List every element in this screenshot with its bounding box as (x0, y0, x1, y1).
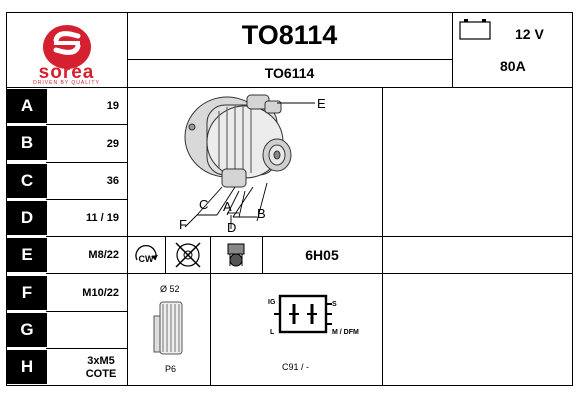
label-a: A (223, 199, 232, 214)
rotation-cell: CW (127, 237, 165, 273)
spec-value-f: M10/22 (82, 286, 119, 299)
label-f: F (179, 217, 187, 232)
pulley-grooves: P6 (165, 364, 177, 374)
outer-frame (6, 12, 573, 386)
label-d: D (227, 220, 236, 235)
spec-value-b: 29 (106, 137, 119, 150)
label-c: C (199, 197, 208, 212)
spec-letter-d: D (7, 201, 47, 235)
alt-part-number: TO6114 (264, 65, 315, 81)
label-e: E (317, 96, 326, 111)
spec-letter-e: E (7, 238, 47, 272)
clock-code: 6H05 (305, 247, 339, 263)
alternator-diagram: E C A B F D (179, 94, 326, 235)
spec-letter-b: B (7, 126, 47, 160)
spec-value-c: 36 (106, 175, 119, 187)
spec-letter-a: A (7, 89, 47, 123)
brand-name: sorea (38, 62, 95, 83)
connector-ig: IG (268, 299, 276, 306)
sorea-logo-icon (43, 25, 91, 69)
part-number: TO8114 (241, 20, 338, 50)
amperage: 80A (500, 58, 526, 74)
brand-logo: sorea DRIVEN BY QUALITY (6, 12, 127, 87)
pulley-diameter: Ø 52 (160, 284, 180, 294)
clockwise-rotation-icon: CW (135, 244, 158, 264)
spec-letter-c: C (7, 164, 47, 198)
brand-tagline: DRIVEN BY QUALITY (33, 80, 100, 86)
connector-l: L (270, 329, 275, 336)
spec-letter-f: F (7, 276, 47, 310)
spec-value-e: M8/22 (88, 249, 119, 261)
voltage: 12 V (515, 26, 544, 42)
spec-letter-h: H (7, 350, 47, 384)
fan-crossed-icon (174, 242, 201, 268)
spec-value-h: 3xM5 COTE (85, 355, 117, 380)
label-b: B (257, 206, 266, 221)
spec-value-d: 11 / 19 (85, 212, 119, 224)
battery-icon (458, 17, 494, 46)
regulator-icon (227, 243, 245, 267)
spec-value-g (46, 312, 127, 348)
spec-value-a: 19 (106, 100, 119, 112)
connector-s: S (332, 301, 337, 308)
connector-m: M / DFM (332, 329, 359, 336)
regulator-cell (210, 237, 262, 273)
spec-letter-g: G (7, 313, 47, 347)
connector-diagram: IG S L M / DFM (268, 294, 359, 336)
pulley-icon (153, 301, 183, 355)
rotation-label: CW (139, 254, 154, 264)
no-fan-cell (165, 237, 210, 273)
connector-code: C91 / - (282, 362, 310, 372)
